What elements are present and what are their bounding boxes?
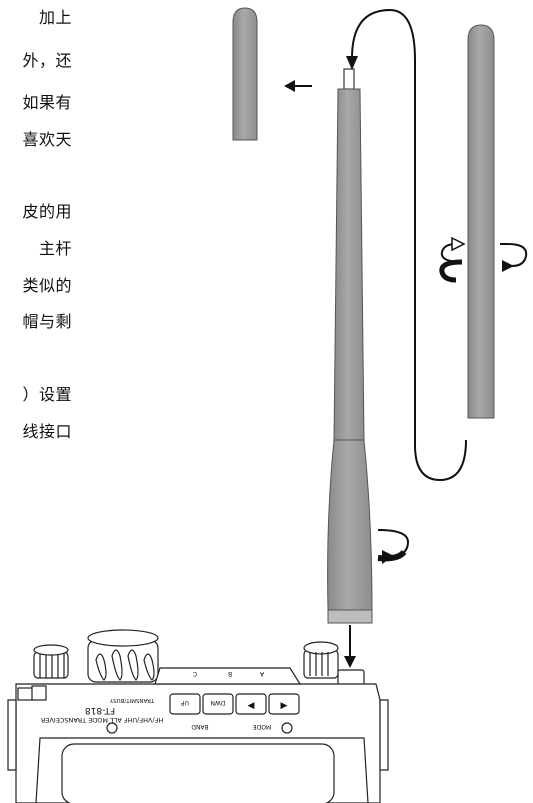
text-fragment-7: 类似的 [22, 276, 72, 295]
key-a-label: A [259, 670, 264, 677]
key-b-label: B [228, 670, 232, 677]
text-fragment-8: 帽与剩 [22, 312, 72, 331]
model-label: FT-818 [85, 705, 115, 715]
radio-labels: FT-818 HF/VHF/UHF ALL MODE TRANSCEIVER T… [40, 670, 271, 730]
right-button[interactable] [268, 693, 300, 715]
rotate-base-icon [377, 529, 410, 564]
screw-left [106, 722, 118, 734]
text-fragment-2: 外，还 [22, 51, 72, 70]
main-antenna [327, 68, 373, 624]
band-label: BAND [191, 723, 209, 730]
text-fragment-10: 线接口 [22, 422, 72, 441]
up-button-label: UP [181, 699, 189, 706]
text-fragment-4: 喜欢天 [22, 130, 72, 149]
insert-arrow [344, 625, 356, 668]
text-fragment-9: ）设置 [22, 385, 72, 404]
left-button-label: ◀ [248, 701, 255, 711]
right-knob [303, 641, 339, 679]
text-column: 加上 外，还 如果有 喜欢天 皮的用 主杆 类似的 帽与剩 ）设置 线接口 [0, 0, 72, 460]
right-button-label: ▶ [281, 701, 288, 711]
key-c-label: C [193, 670, 197, 677]
dwn-button[interactable] [202, 693, 234, 715]
front-buttons [169, 693, 300, 715]
text-fragment-1: 加上 [38, 8, 72, 27]
left-button[interactable] [235, 693, 267, 715]
extension-rod [467, 24, 495, 419]
dwn-button-label: DWN [210, 699, 225, 706]
text-fragment-5: 皮的用 [22, 202, 72, 221]
antenna-tip-part [232, 7, 258, 141]
up-button[interactable] [169, 693, 201, 715]
assembly-loop-arrow [346, 8, 467, 482]
transceiver-label: HF/VHF/UHF ALL MODE TRANSCEIVER [40, 716, 163, 724]
front-button-labels: UP DWN ◀ ▶ [181, 699, 288, 711]
left-knob [33, 644, 69, 679]
mic-jack [31, 685, 47, 701]
text-fragment-6: 主杆 [38, 239, 72, 258]
rotate-left-icon [439, 236, 466, 283]
text-fragment-3: 如果有 [22, 93, 72, 112]
remove-arrow [284, 80, 312, 92]
main-dial [87, 629, 159, 683]
rotate-right-icon [500, 243, 528, 272]
mode-label: MODE [253, 723, 272, 730]
transmit-label: TRANSMIT/BUSY [109, 697, 155, 703]
screw-right [281, 722, 293, 734]
